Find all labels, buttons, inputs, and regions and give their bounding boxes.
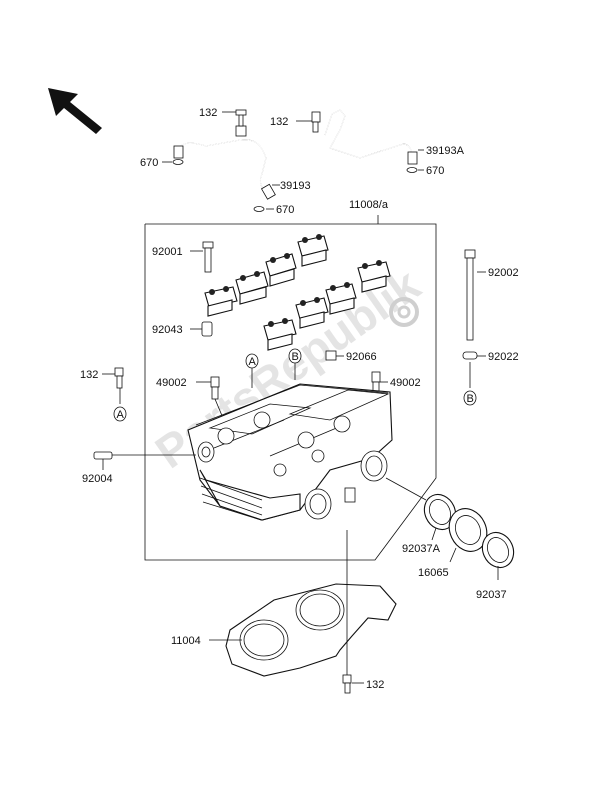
- plug-49002-left: [210, 376, 220, 400]
- stud-92004: [93, 451, 113, 460]
- label-11004: 11004: [171, 635, 201, 647]
- watermark-gear-icon: [389, 297, 419, 327]
- marker-b-center: B: [288, 348, 302, 364]
- label-92022: 92022: [488, 351, 519, 363]
- label-132-top-right: 132: [270, 116, 288, 128]
- label-49002-right: 49002: [390, 377, 421, 389]
- dowel-pin-92043: [201, 321, 213, 337]
- label-49002-left: 49002: [156, 377, 187, 389]
- cylinder-head-frame: [144, 223, 437, 561]
- label-92001: 92001: [152, 246, 183, 258]
- marker-a-left: A: [113, 406, 127, 422]
- marker-b-right: B: [463, 390, 477, 406]
- intake-holder-16065: [448, 508, 488, 552]
- label-11008a: 11008/a: [349, 199, 389, 211]
- svg-text:B: B: [467, 393, 474, 405]
- svg-text:A: A: [249, 356, 257, 368]
- label-92002: 92002: [488, 267, 519, 279]
- oil-pipe-left: [172, 109, 276, 212]
- oil-pipe-right: [311, 109, 418, 173]
- marker-a-center: A: [245, 353, 259, 369]
- label-92043: 92043: [152, 324, 183, 336]
- label-670-right: 670: [426, 165, 444, 177]
- bolt-132-bottom: [342, 674, 352, 694]
- stud-bolt-92002: [462, 249, 478, 360]
- label-92037: 92037: [476, 589, 507, 601]
- svg-text:B: B: [292, 351, 299, 363]
- label-39193: 39193: [280, 180, 311, 192]
- cylinder-head: [187, 383, 393, 521]
- svg-text:A: A: [117, 409, 125, 421]
- label-39193A: 39193A: [426, 145, 465, 157]
- clamp-92037A: [423, 493, 457, 531]
- plug-49002-right: [371, 371, 381, 395]
- camshaft-caps: [204, 234, 391, 351]
- label-670-left: 670: [140, 157, 158, 169]
- label-132-left: 132: [80, 369, 98, 381]
- bolt-132-left: [114, 367, 124, 389]
- label-132-top-left: 132: [199, 107, 217, 119]
- label-132-bottom: 132: [366, 679, 384, 691]
- nut-92066: [325, 350, 337, 361]
- label-92037A: 92037A: [402, 543, 441, 555]
- label-92004: 92004: [82, 473, 113, 485]
- head-gasket-11004: [225, 583, 397, 677]
- clamp-92037: [481, 531, 515, 569]
- bolt-92001: [202, 241, 214, 273]
- label-92066: 92066: [346, 351, 377, 363]
- label-670-bottom: 670: [276, 204, 294, 216]
- front-direction-arrow-icon: [48, 88, 102, 134]
- label-16065: 16065: [418, 567, 449, 579]
